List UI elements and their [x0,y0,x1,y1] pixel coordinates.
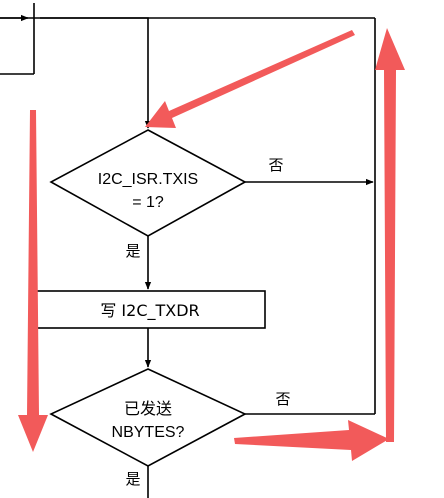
nbytes-no-label: 否 [275,390,290,408]
annotation-arrow-bottom-right [234,420,389,461]
nbytes-check-line1: 已发送 [124,399,172,418]
txis-yes-label: 是 [125,242,140,260]
nbytes-check-line2: NBYTES? [112,424,185,441]
txis-check-line1: I2C_ISR.TXIS [98,171,198,188]
nbytes-check-diamond [49,368,247,467]
annotation-arrow-diagonal [145,30,355,128]
loop-to-txis-line [40,17,152,129]
annotation-arrows [18,28,405,461]
txis-check-line2: = 1? [132,194,164,211]
connector-lines [0,3,376,498]
txis-no-label: 否 [268,156,283,174]
write-txdr-box [34,290,266,329]
txis-check-diamond [49,129,247,237]
write-txdr-label: 写 I2C_TXDR [100,301,199,321]
nbytes-yes-label: 是 [125,470,140,488]
annotation-arrow-right-up [375,28,405,442]
annotation-arrow-left-down [18,110,48,452]
